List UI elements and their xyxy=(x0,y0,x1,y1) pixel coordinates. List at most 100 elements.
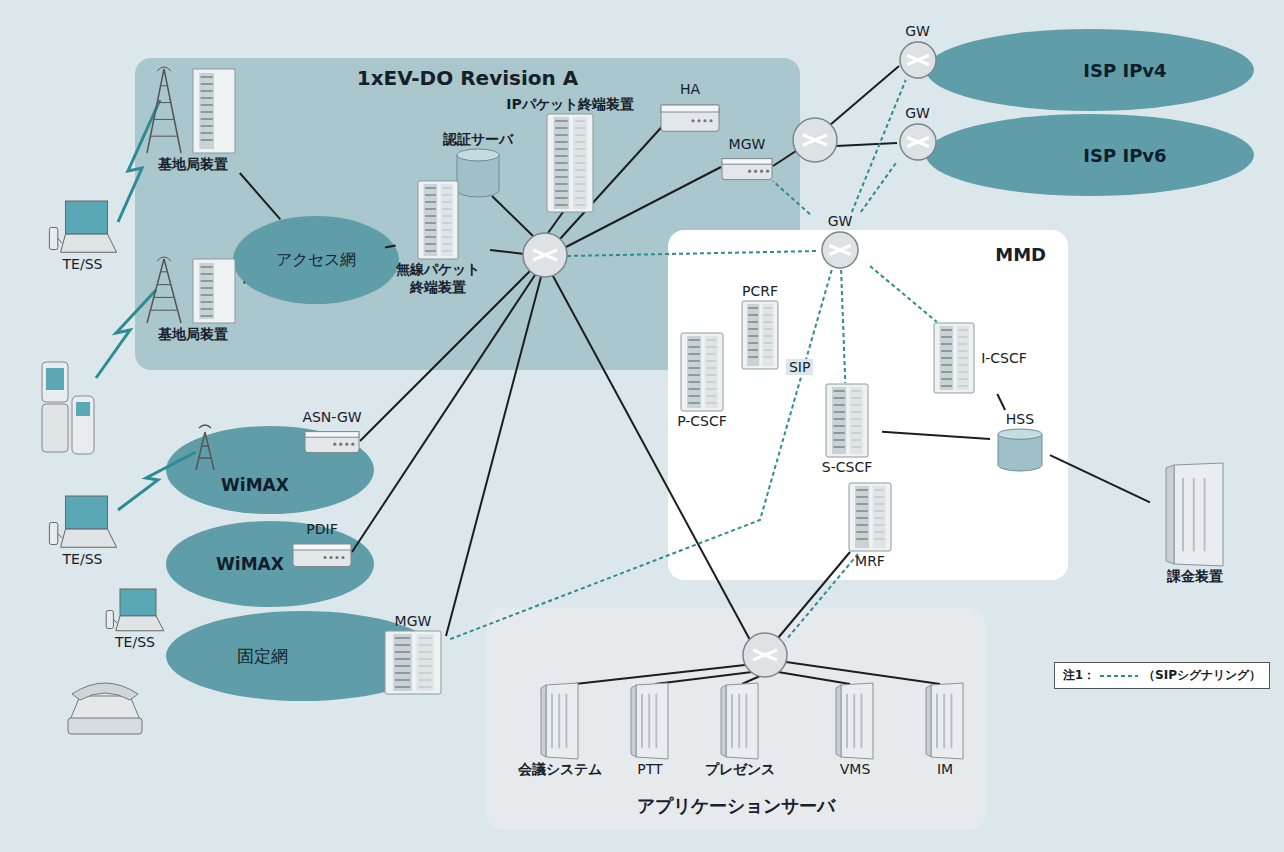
graphic-part xyxy=(575,191,586,192)
graphic-part xyxy=(826,384,868,457)
device-label: TE/SS xyxy=(63,550,103,568)
graphic-part xyxy=(200,104,212,106)
device-icon xyxy=(292,538,352,568)
device-label: HSS xyxy=(1006,410,1034,428)
graphic-part xyxy=(200,90,212,92)
graphic-part xyxy=(760,170,763,173)
graphic-part xyxy=(941,350,952,352)
trunk-lines xyxy=(352,66,940,684)
device-label: GW xyxy=(905,22,930,40)
graphic-part xyxy=(748,307,758,309)
graphic-part xyxy=(575,156,586,157)
graphic-part xyxy=(941,371,952,373)
graphic-part xyxy=(648,694,650,749)
graphic-part xyxy=(555,127,567,129)
graphic-part xyxy=(856,503,867,505)
graphic-part xyxy=(419,645,432,646)
graphic-part xyxy=(958,365,967,366)
graphic-part xyxy=(339,443,342,446)
graphic-part xyxy=(856,524,867,526)
graphic-part xyxy=(575,665,745,684)
network-device: 無線パケット 終端装置 xyxy=(385,180,490,296)
sip-signal-line xyxy=(773,181,810,214)
graphic-part xyxy=(721,685,726,757)
graphic-part xyxy=(456,148,500,198)
graphic-part xyxy=(856,531,867,533)
graphic-part xyxy=(833,397,844,399)
graphic-part xyxy=(764,350,772,351)
graphic-part xyxy=(335,556,338,559)
graphic-part xyxy=(193,259,235,323)
graphic-part xyxy=(833,425,844,427)
device-label: S-CSCF xyxy=(822,458,872,476)
graphic-part xyxy=(305,432,359,438)
network-device: IPパケット終端装置 xyxy=(505,95,635,213)
graphic-part xyxy=(766,170,769,173)
graphic-part xyxy=(42,404,68,452)
graphic-part xyxy=(143,65,243,155)
graphic-part xyxy=(688,353,699,355)
graphic-part xyxy=(555,120,567,122)
region-title: 1xEV-DO Revision A xyxy=(357,66,578,90)
graphic-part xyxy=(554,117,569,209)
device-label: MRF xyxy=(855,552,885,570)
sip-signal-line xyxy=(841,270,845,383)
graphic-part xyxy=(833,418,844,420)
link-line xyxy=(1050,455,1150,502)
graphic-part xyxy=(997,428,1043,472)
graphic-part xyxy=(160,271,167,272)
graphic-part xyxy=(575,177,586,178)
graphic-part xyxy=(941,336,952,338)
radio-links xyxy=(96,100,196,510)
graphic-part xyxy=(555,155,567,157)
graphic-part xyxy=(851,391,861,392)
network-device: TE/SS xyxy=(35,495,130,568)
device-label: PDIF xyxy=(306,520,337,538)
graphic-part xyxy=(926,29,1254,111)
graphic-part xyxy=(851,412,861,413)
graphic-part xyxy=(200,280,212,282)
graphic-part xyxy=(697,119,700,122)
graphic-part xyxy=(786,554,858,640)
graphic-part xyxy=(329,556,332,559)
graphic-part xyxy=(419,673,432,674)
graphic-part xyxy=(833,390,844,392)
graphic-part xyxy=(958,372,967,373)
graphic-part xyxy=(764,322,772,323)
graphic-part xyxy=(958,379,967,380)
graphic-part xyxy=(841,683,873,759)
graphic-part xyxy=(748,328,758,330)
graphic-part xyxy=(833,432,844,434)
device-label: VMS xyxy=(840,760,871,778)
graphic-part xyxy=(748,342,758,344)
graphic-part xyxy=(199,263,214,319)
device-label: IM xyxy=(937,760,953,778)
graphic-part xyxy=(199,73,214,149)
graphic-part xyxy=(764,336,772,337)
device-icon xyxy=(384,630,442,695)
graphic-part xyxy=(345,443,348,446)
graphic-part xyxy=(803,135,827,145)
graphic-part xyxy=(934,323,974,393)
graphic-part xyxy=(323,556,326,559)
graphic-part xyxy=(764,308,772,309)
network-device: 基地局装置 xyxy=(140,255,245,343)
graphic-part xyxy=(200,273,212,275)
graphic-part xyxy=(833,411,844,413)
device-icon xyxy=(48,200,118,255)
graphic-part xyxy=(849,483,891,551)
graphic-part xyxy=(567,251,818,256)
graphic-part xyxy=(555,148,567,150)
graphic-part xyxy=(153,297,173,298)
graphic-part xyxy=(166,521,374,607)
graphic-part xyxy=(833,404,844,406)
graphic-part xyxy=(817,230,863,270)
graphic-part xyxy=(341,556,344,559)
graphic-part xyxy=(874,518,884,519)
graphic-part xyxy=(1165,462,1225,567)
graphic-part xyxy=(661,105,719,131)
graphic-part xyxy=(933,322,975,394)
device-icon xyxy=(720,682,760,760)
graphic-part xyxy=(846,694,848,749)
device-icon xyxy=(835,682,875,760)
